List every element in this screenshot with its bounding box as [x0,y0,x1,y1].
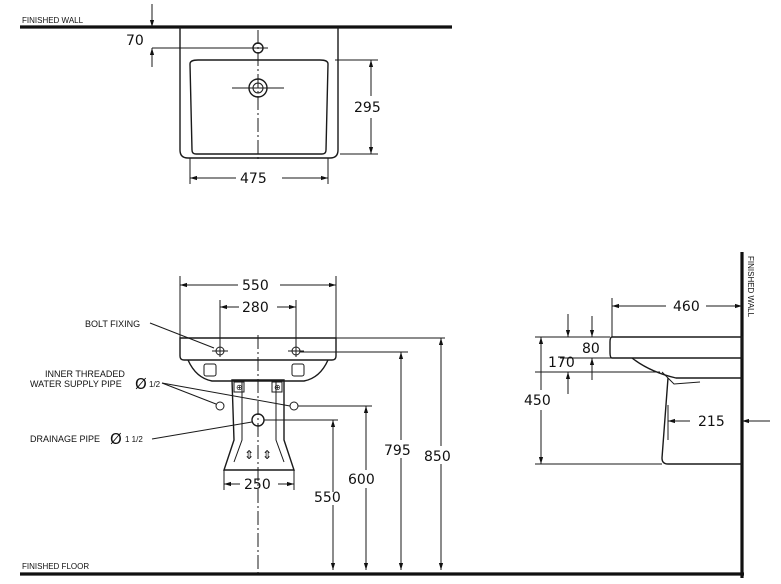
drainage-size: 1 1/2 [125,435,143,444]
bolt-fixing-leader [149,322,215,349]
svg-text:⇕: ⇕ [262,448,272,462]
drainage-pipe-label: DRAINAGE PIPE [30,434,100,444]
dim-rim-thickness: 80 [582,341,600,357]
dim-bottom-height: 795 [384,443,411,459]
dim-supply-height: 600 [348,472,375,488]
basin-bowl-outline [189,59,329,155]
water-supply-size: 1/2 [149,380,161,389]
basin-side-rim [609,336,743,359]
dim-top-offset: 70 [126,33,144,49]
svg-text:⊕: ⊕ [236,383,243,392]
svg-text:⇕: ⇕ [244,448,254,462]
pedestal-side [661,377,742,465]
inner-threaded-label: INNER THREADED [45,369,125,379]
basin-front-rim [179,337,337,361]
dim-bowl-depth: 170 [548,355,575,371]
dim-rim-height: 850 [424,449,451,465]
supply-right [289,401,299,411]
dim-basin-width: 475 [240,171,267,187]
top-view: FINISHED WALL 70 295 475 [20,4,452,187]
water-supply-diameter: Ø [135,375,147,393]
dim-overall-width: 550 [242,278,269,294]
drainage-leader [151,421,253,440]
side-view: FINISHED WALL 460 80 170 450 215 [524,252,770,578]
bolt-fixing-label: BOLT FIXING [85,319,140,329]
finished-floor-label: FINISHED FLOOR [22,562,89,571]
finished-wall-label-side: FINISHED WALL [746,256,755,318]
basin-top-outline [179,27,339,159]
basin-side-bowl [631,357,742,379]
dim-projection: 460 [673,299,700,315]
finished-wall-label-top: FINISHED WALL [22,16,84,25]
dim-basin-depth: 295 [354,100,381,116]
svg-text:⊕: ⊕ [274,383,281,392]
dim-side-height: 450 [524,393,551,409]
dim-pedestal-projection: 215 [698,414,725,430]
dim-drain-height: 550 [314,490,341,506]
water-supply-label: WATER SUPPLY PIPE [30,379,122,389]
drainage-diameter: Ø [110,430,122,448]
dim-bolt-spacing: 280 [242,300,269,316]
dim-pedestal-width: 250 [244,477,271,493]
front-view: 550 280 ⊕ ⊕ ⇕ ⇕ [30,276,451,576]
supply-left [215,401,225,411]
